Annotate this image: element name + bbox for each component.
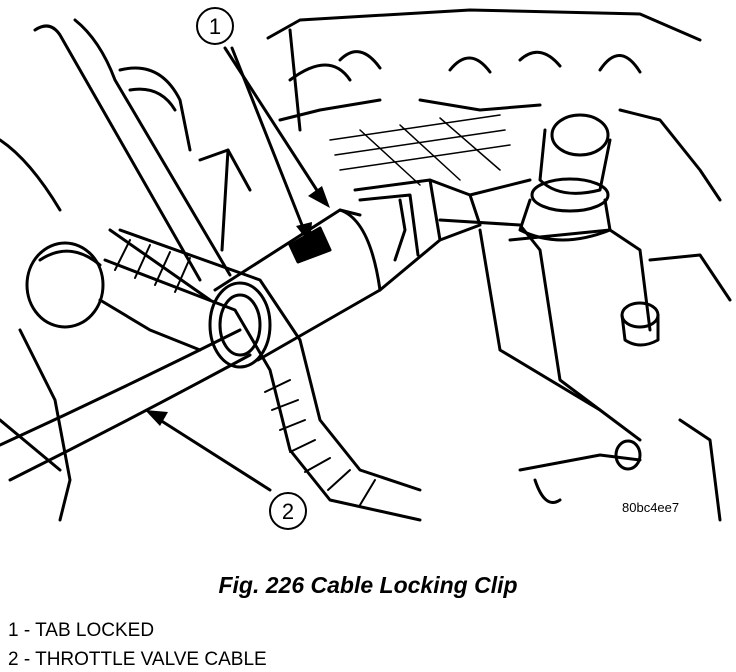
legend-item-1: 1 - TAB LOCKED [8, 620, 155, 641]
throttle-valve-cable [0, 328, 252, 482]
arrowhead-1b [296, 222, 312, 244]
arrowhead-2 [145, 410, 168, 426]
image-code: 80bc4ee7 [622, 500, 679, 515]
leader-line-2 [158, 418, 272, 492]
arrowhead-1a [308, 186, 330, 208]
cable-locking-clip-illustration: 1 2 80bc4ee7 [0, 7, 732, 530]
engine-background [198, 8, 702, 252]
leader-line-1b [230, 46, 306, 232]
bolt-assembly [518, 108, 732, 522]
callout-number-2: 2 [282, 499, 294, 524]
bracket [438, 178, 652, 442]
left-side-components [0, 18, 232, 522]
callout-number-1: 1 [209, 14, 221, 39]
figure-caption: Fig. 226 Cable Locking Clip [218, 572, 518, 598]
callout-circle-2 [269, 492, 307, 530]
cable-locking-clip [208, 178, 482, 369]
callout-arrows [158, 46, 322, 492]
corrugated-hose [103, 228, 422, 522]
callout-circle-1 [196, 7, 234, 45]
legend-item-2: 2 - THROTTLE VALVE CABLE [8, 649, 267, 670]
